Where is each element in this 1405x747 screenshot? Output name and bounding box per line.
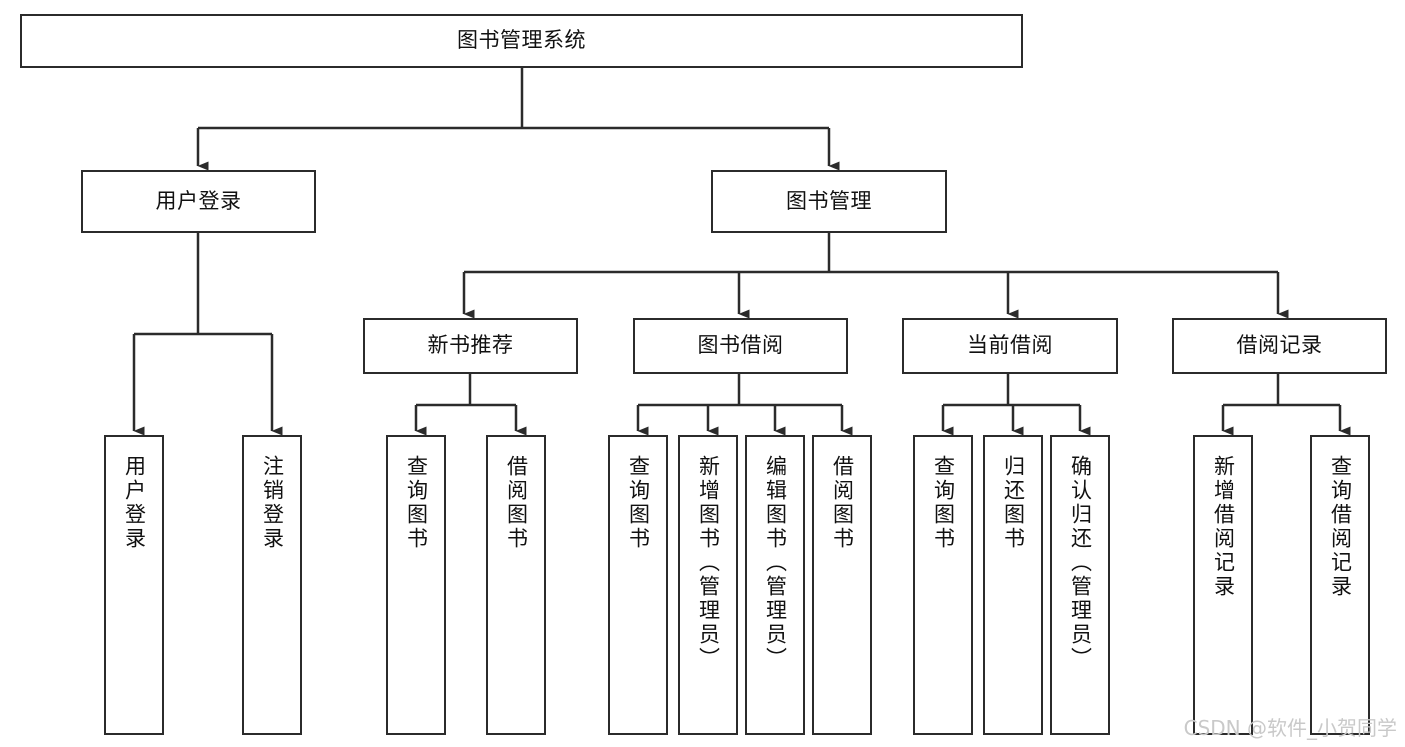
leaf-borrow-book-1-label: 借阅图书 xyxy=(504,455,529,551)
leaf-return-book[interactable]: 归还图书 xyxy=(983,435,1043,735)
node-user-login-label: 用户登录 xyxy=(155,188,242,213)
leaf-query-book-1[interactable]: 查询图书 xyxy=(386,435,446,735)
leaf-borrow-book-2[interactable]: 借阅图书 xyxy=(812,435,872,735)
node-root[interactable]: 图书管理系统 xyxy=(20,14,1023,68)
leaf-query-borrow-record-label: 查询借阅记录 xyxy=(1328,455,1353,599)
leaf-borrow-book-1[interactable]: 借阅图书 xyxy=(486,435,546,735)
leaf-edit-book[interactable]: 编辑图书（管理员） xyxy=(745,435,805,735)
node-borrow-record[interactable]: 借阅记录 xyxy=(1172,318,1387,374)
leaf-query-book-3[interactable]: 查询图书 xyxy=(913,435,973,735)
leaf-add-book[interactable]: 新增图书（管理员） xyxy=(678,435,738,735)
leaf-query-book-3-label: 查询图书 xyxy=(931,455,956,551)
leaf-query-book-1-label: 查询图书 xyxy=(404,455,429,551)
node-book-borrow-label: 图书借阅 xyxy=(697,333,784,358)
leaf-add-borrow-record[interactable]: 新增借阅记录 xyxy=(1193,435,1253,735)
node-new-book-recommend-label: 新书推荐 xyxy=(427,333,514,358)
node-root-label: 图书管理系统 xyxy=(457,28,586,53)
node-book-manage[interactable]: 图书管理 xyxy=(711,170,947,233)
leaf-user-login-label: 用户登录 xyxy=(122,455,147,551)
watermark: CSDN @软件_小贺同学 xyxy=(1183,716,1397,740)
node-book-manage-label: 图书管理 xyxy=(786,188,872,213)
leaf-confirm-return[interactable]: 确认归还（管理员） xyxy=(1050,435,1110,735)
node-book-borrow[interactable]: 图书借阅 xyxy=(633,318,848,374)
node-current-borrow-label: 当前借阅 xyxy=(967,333,1053,358)
leaf-add-book-label: 新增图书（管理员） xyxy=(696,455,721,671)
leaf-add-borrow-record-label: 新增借阅记录 xyxy=(1211,455,1236,599)
node-current-borrow[interactable]: 当前借阅 xyxy=(902,318,1118,374)
node-borrow-record-label: 借阅记录 xyxy=(1236,333,1323,358)
leaf-user-login[interactable]: 用户登录 xyxy=(104,435,164,735)
leaf-query-borrow-record[interactable]: 查询借阅记录 xyxy=(1310,435,1370,735)
node-new-book-recommend[interactable]: 新书推荐 xyxy=(363,318,578,374)
leaf-logout-label: 注销登录 xyxy=(260,455,285,551)
leaf-borrow-book-2-label: 借阅图书 xyxy=(830,455,855,551)
leaf-confirm-return-label: 确认归还（管理员） xyxy=(1068,455,1093,671)
node-user-login[interactable]: 用户登录 xyxy=(81,170,316,233)
leaf-logout[interactable]: 注销登录 xyxy=(242,435,302,735)
leaf-query-book-2[interactable]: 查询图书 xyxy=(608,435,668,735)
leaf-query-book-2-label: 查询图书 xyxy=(626,455,651,551)
leaf-return-book-label: 归还图书 xyxy=(1001,455,1026,551)
leaf-edit-book-label: 编辑图书（管理员） xyxy=(763,455,788,671)
